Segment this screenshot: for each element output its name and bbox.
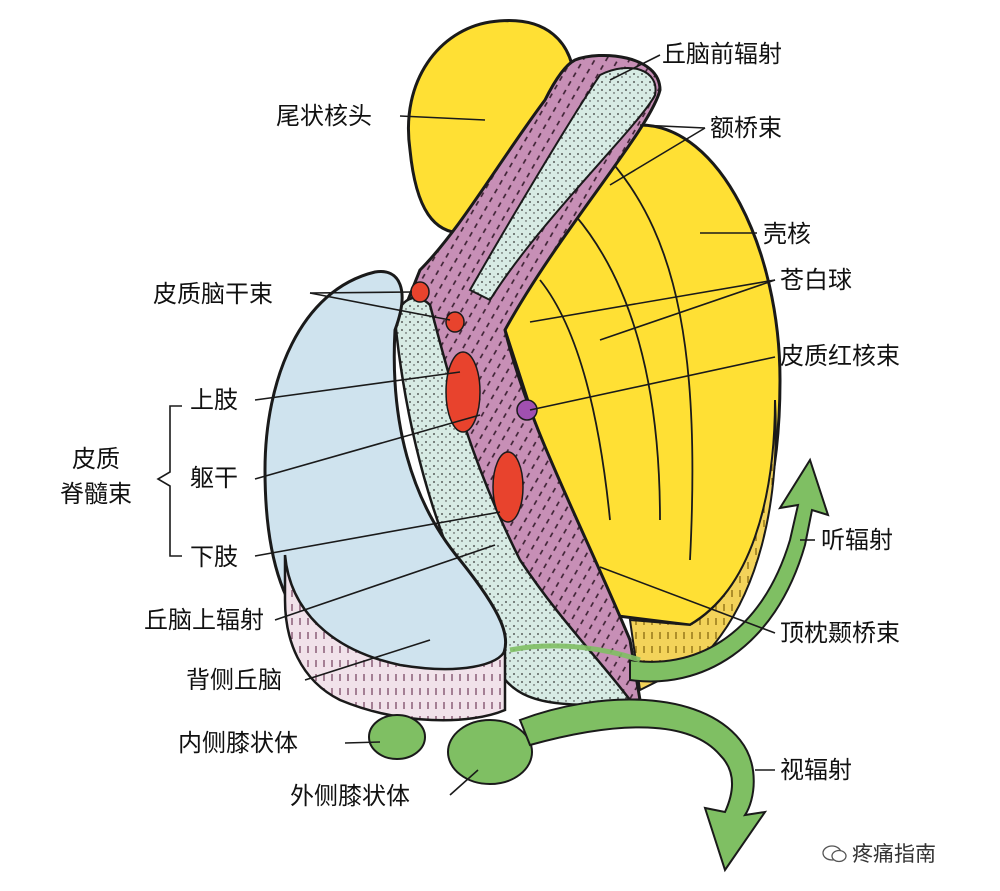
label-corticorubral-tract: 皮质红核束 — [780, 342, 900, 370]
label-lateral-geniculate-body: 外侧膝状体 — [290, 782, 410, 810]
label-anterior-thalamic-radiation: 丘脑前辐射 — [662, 40, 782, 68]
label-frontopontine-tract: 额桥束 — [710, 114, 782, 142]
corticobulbar-spot-2 — [445, 311, 465, 333]
label-corticobulbar-tract: 皮质脑干束 — [153, 280, 273, 308]
medial-geniculate-shape — [368, 714, 426, 760]
internal-capsule-purple — [398, 54, 662, 702]
label-putamen: 壳核 — [763, 220, 811, 248]
optic-radiation-arrow — [518, 698, 768, 873]
label-lower-limb: 下肢 — [190, 543, 238, 571]
label-dorsal-thalamus: 背侧丘脑 — [186, 666, 282, 694]
label-upper-limb: 上肢 — [190, 386, 238, 414]
label-caudate-head: 尾状核头 — [276, 102, 372, 130]
label-corticospinal-line2: 脊髓束 — [60, 480, 132, 508]
corticobulbar-spot-1 — [410, 281, 430, 303]
label-globus-pallidus: 苍白球 — [780, 266, 852, 294]
label-corticospinal-line1: 皮质 — [72, 445, 120, 473]
label-trunk: 躯干 — [190, 464, 238, 492]
corticospinal-bracket — [156, 405, 182, 557]
wechat-icon — [822, 845, 847, 863]
thalamus-base — [283, 554, 507, 722]
anterior-thalamic-radiation-shape — [468, 66, 657, 302]
label-parieto-occipito-temporopontine-tract: 顶枕颞桥束 — [780, 619, 900, 647]
label-auditory-radiation: 听辐射 — [821, 526, 893, 554]
label-medial-geniculate-body: 内侧膝状体 — [178, 729, 298, 757]
watermark: 疼痛指南 — [822, 838, 936, 868]
watermark-text: 疼痛指南 — [852, 842, 936, 866]
lower-limb-spot — [492, 451, 524, 523]
auditory-radiation-arrow — [629, 457, 830, 683]
label-optic-radiation: 视辐射 — [780, 756, 852, 784]
lateral-geniculate-shape — [447, 719, 533, 785]
label-superior-thalamic-radiation: 丘脑上辐射 — [144, 606, 264, 634]
leader-lines — [254, 54, 815, 796]
corticorubral-spot — [516, 399, 538, 421]
